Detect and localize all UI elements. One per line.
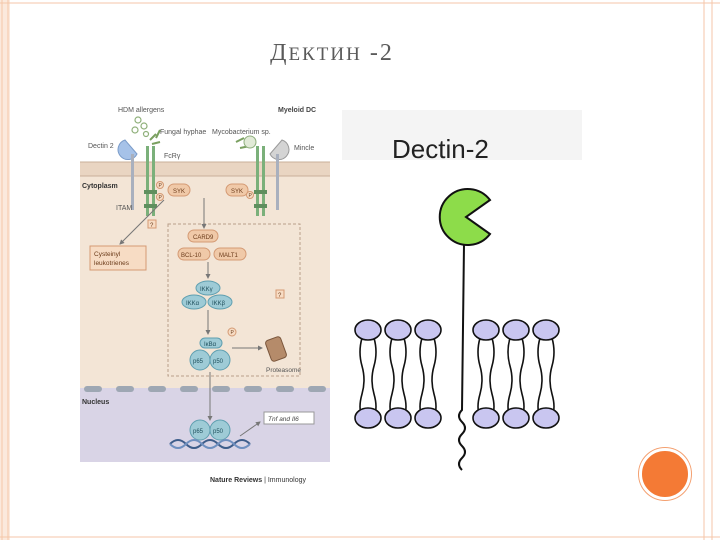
carbohydrate-recognition-domain [438, 188, 492, 246]
cell-membrane [80, 162, 330, 176]
signalosome-box [167, 223, 301, 377]
svg-text:p50: p50 [213, 429, 224, 435]
slide-title-suffix: -2 [361, 40, 394, 66]
svg-text:SYK: SYK [231, 189, 243, 195]
svg-text:p65: p65 [193, 429, 204, 435]
myeloid-dc-label: Myeloid DC [278, 107, 316, 114]
slide-title-rest: ЕКТИН [288, 44, 362, 65]
svg-text:p65: p65 [193, 359, 204, 365]
dectin2-schematic: Dectin-2 [342, 110, 582, 471]
svg-text:?: ? [278, 293, 282, 299]
figure-credit: Nature Reviews | Immunology [210, 477, 306, 484]
unknown-step-marker-2: ? [275, 289, 285, 299]
svg-text:CARD9: CARD9 [193, 235, 214, 241]
itam-label: ITAM [116, 205, 132, 212]
transmembrane-stalk [458, 243, 466, 471]
mincle-label: Mincle [294, 145, 314, 152]
cytoplasm-label: Cytoplasm [82, 183, 118, 190]
ikba-nfkb-complex: IκBα p65 p50 P [189, 327, 237, 371]
proteasome-icon: Proteasome [265, 336, 301, 374]
svg-text:P: P [159, 183, 163, 189]
fcrg-chains-right [243, 135, 267, 216]
card9-complex: CARD9 BCL-10 MALT1 [177, 229, 247, 261]
signaling-pathway-figure: HDM allergens Myeloid DC Dectin 2 Fungal… [80, 100, 330, 484]
nuclear-pores [84, 386, 326, 392]
pathway-arrows [119, 198, 261, 437]
dna-strand [169, 439, 251, 449]
svg-text:Cysteinyl: Cysteinyl [94, 251, 121, 258]
svg-text:P: P [159, 195, 163, 201]
unknown-step-marker-1: ? [147, 219, 157, 229]
lipid-heads-bottom [354, 407, 560, 429]
mincle-receptor [269, 139, 290, 210]
svg-text:Proteasome: Proteasome [266, 367, 301, 374]
decorative-orange-dot [639, 448, 691, 500]
allergen-particles [131, 116, 150, 138]
hdm-allergens-label: HDM allergens [118, 107, 165, 114]
svg-text:p50: p50 [213, 359, 224, 365]
svg-text:Tnf and Il6: Tnf and Il6 [268, 416, 299, 423]
svg-text:BCL-10: BCL-10 [181, 253, 202, 259]
ikk-complex: IKKγ IKKα IKKβ [181, 280, 233, 310]
lipid-bilayer [354, 319, 560, 429]
svg-text:?: ? [150, 223, 154, 229]
svg-text:IKKγ: IKKγ [200, 287, 213, 293]
nuclear-nfkb: p65 p50 [189, 419, 231, 441]
svg-text:MALT1: MALT1 [219, 253, 239, 259]
dectin2-receptor [117, 139, 138, 210]
nucleus-label: Nucleus [82, 399, 109, 406]
slide-title: ДЕКТИН -2 [232, 40, 432, 67]
fcrg-label: FcRγ [164, 153, 181, 160]
fcrg-chains-left [144, 146, 157, 216]
syk-left: SYK [167, 183, 191, 197]
svg-text:SYK: SYK [173, 189, 185, 195]
dectin2-schematic-label: Dectin-2 [392, 134, 489, 164]
svg-text:IκBα: IκBα [204, 342, 217, 348]
fungal-hyphae-label: Fungal hyphae [160, 129, 206, 136]
phospho-marks: P P P [156, 181, 254, 201]
tnf-il6-box: Tnf and Il6 [263, 411, 315, 425]
schematic-label-band [342, 110, 582, 160]
dectin2-label: Dectin 2 [88, 143, 114, 150]
svg-text:IKKα: IKKα [186, 301, 200, 307]
mycobacterium-label: Mycobacterium sp. [212, 129, 271, 136]
slide-title-initial: Д [270, 40, 289, 66]
cysteinyl-leukotrienes-box: Cysteinyl leukotrienes [89, 245, 147, 271]
lipid-heads-top [354, 319, 560, 341]
svg-text:IKKβ: IKKβ [212, 301, 226, 307]
fungal-hyphae-icon [149, 129, 161, 145]
svg-text:P: P [249, 193, 253, 199]
syk-right: SYK [225, 183, 249, 197]
svg-text:P: P [231, 330, 235, 336]
svg-text:leukotrienes: leukotrienes [94, 260, 130, 267]
